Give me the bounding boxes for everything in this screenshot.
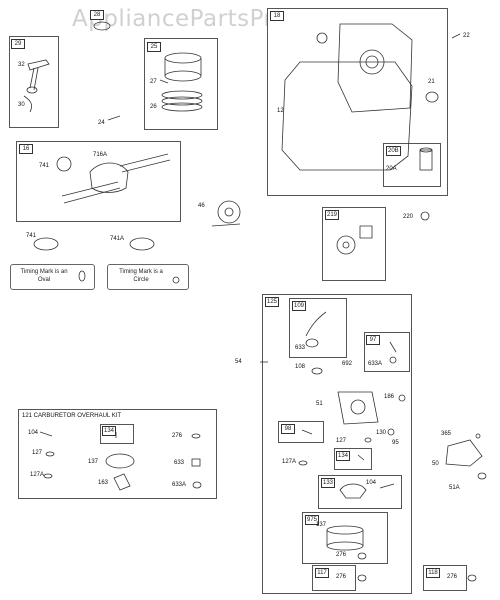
tag-133: 133	[321, 478, 336, 488]
part-24-bolt	[107, 115, 121, 121]
label-633: 633	[295, 345, 306, 351]
label-127: 127	[336, 438, 347, 444]
label-186: 186	[384, 394, 395, 400]
timing-circle-text: Timing Mark is a Circle	[119, 269, 163, 283]
label-127a: 127A	[282, 459, 297, 465]
part-46-cam-gear	[211, 200, 241, 227]
tag-118: 118	[426, 568, 440, 578]
label-108: 108	[295, 364, 306, 370]
label-276b: 276	[336, 574, 347, 580]
label-692: 692	[342, 361, 353, 367]
part-219-governor	[336, 211, 430, 255]
label-51a: 51A	[449, 485, 460, 491]
tag-29: 29	[11, 39, 25, 49]
label-633a: 633A	[368, 361, 383, 367]
tag-25: 25	[147, 42, 161, 52]
kit-tag-134: 134	[102, 426, 117, 436]
label-95: 95	[392, 440, 399, 446]
kit-121-parts	[39, 431, 202, 491]
label-22: 22	[463, 33, 470, 39]
kit-label-633a: 633A	[172, 482, 187, 488]
kit-label-137: 137	[88, 459, 99, 465]
label-104: 104	[366, 480, 377, 486]
label-27: 27	[150, 79, 157, 85]
label-276: 276	[336, 552, 347, 558]
label-276c: 276	[447, 574, 458, 580]
tag-20b: 20B	[386, 146, 401, 156]
label-21: 21	[428, 79, 435, 85]
tag-125: 125	[265, 297, 280, 307]
kit-label-127a: 127A	[30, 472, 45, 478]
tag-109: 109	[292, 301, 307, 311]
tag-117: 117	[315, 568, 329, 578]
part-18-crankcase-cover	[281, 23, 461, 171]
panel-118	[423, 565, 467, 591]
label-220: 220	[403, 214, 414, 220]
kit-label-104: 104	[28, 430, 39, 436]
kit-label-276: 276	[172, 433, 183, 439]
timing-note-oval: Timing Mark is an Oval	[10, 264, 95, 290]
tag-134: 134	[336, 451, 351, 461]
label-741: 741	[39, 163, 50, 169]
label-30: 30	[18, 102, 25, 108]
tag-975: 975	[305, 515, 320, 525]
tag-97: 97	[366, 335, 380, 345]
label-46: 46	[198, 203, 205, 209]
tag-18: 18	[270, 11, 284, 21]
part-125-carburetor	[260, 311, 406, 582]
panel-18	[267, 8, 448, 196]
panel-16	[16, 141, 181, 222]
label-24: 24	[98, 120, 105, 126]
part-29-connecting-rod	[23, 59, 50, 113]
kit-label-633: 633	[174, 460, 185, 466]
label-741a: 741A	[110, 236, 125, 242]
tag-16: 16	[19, 144, 33, 154]
tag-98: 98	[281, 424, 295, 434]
label-716a: 716A	[93, 152, 108, 158]
part-118-seat	[467, 574, 477, 582]
tag-28: 28	[90, 10, 104, 20]
timing-oval-text: Timing Mark is an Oval	[20, 269, 68, 283]
kit-label-127: 127	[32, 450, 43, 456]
kit-title: 121 CARBURETOR OVERHAUL KIT	[22, 413, 122, 419]
part-50-intake	[445, 433, 487, 480]
label-50: 50	[432, 461, 439, 467]
timing-gears	[33, 237, 180, 284]
part-25-piston	[159, 52, 203, 112]
label-137: 137	[316, 522, 327, 528]
label-12: 12	[277, 108, 284, 114]
part-28-clip	[93, 21, 111, 31]
tag-219: 219	[325, 210, 340, 220]
label-130: 130	[376, 430, 387, 436]
kit-label-163: 163	[98, 480, 109, 486]
label-32: 32	[18, 62, 25, 68]
panel-29	[9, 36, 59, 128]
label-741-oval: 741	[26, 233, 37, 239]
label-54: 54	[235, 359, 242, 365]
part-16-crankshaft	[56, 153, 171, 204]
label-365: 365	[441, 431, 452, 437]
label-26: 26	[150, 104, 157, 110]
label-51: 51	[316, 401, 323, 407]
